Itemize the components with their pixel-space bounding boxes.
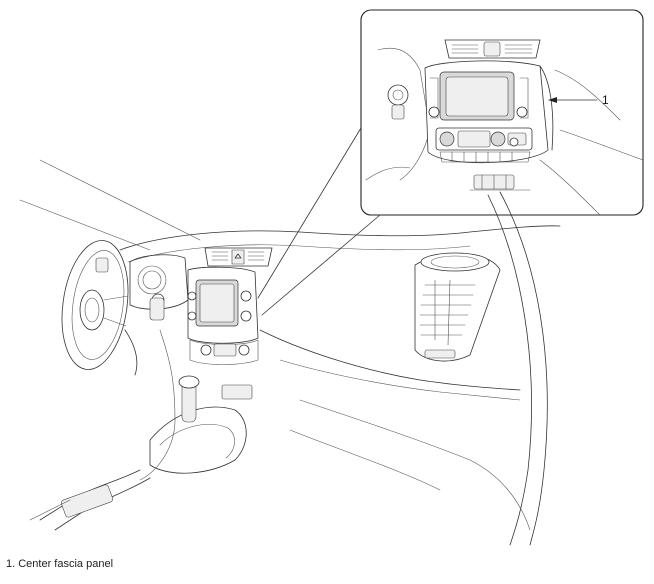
leader-lines (257, 127, 381, 316)
steering-wheel (61, 240, 138, 376)
center-fascia-main (187, 266, 259, 400)
instrument-cluster (129, 254, 189, 321)
figure-caption: 1. Center fascia panel (6, 558, 114, 570)
dashboard-overview (19, 159, 561, 546)
center-console (29, 375, 247, 531)
callout-number: 1 (602, 93, 609, 107)
center-air-vent (204, 247, 273, 267)
detail-inset (360, 9, 644, 216)
passenger-air-vent (414, 252, 501, 362)
callout-1: 1 (548, 93, 609, 107)
